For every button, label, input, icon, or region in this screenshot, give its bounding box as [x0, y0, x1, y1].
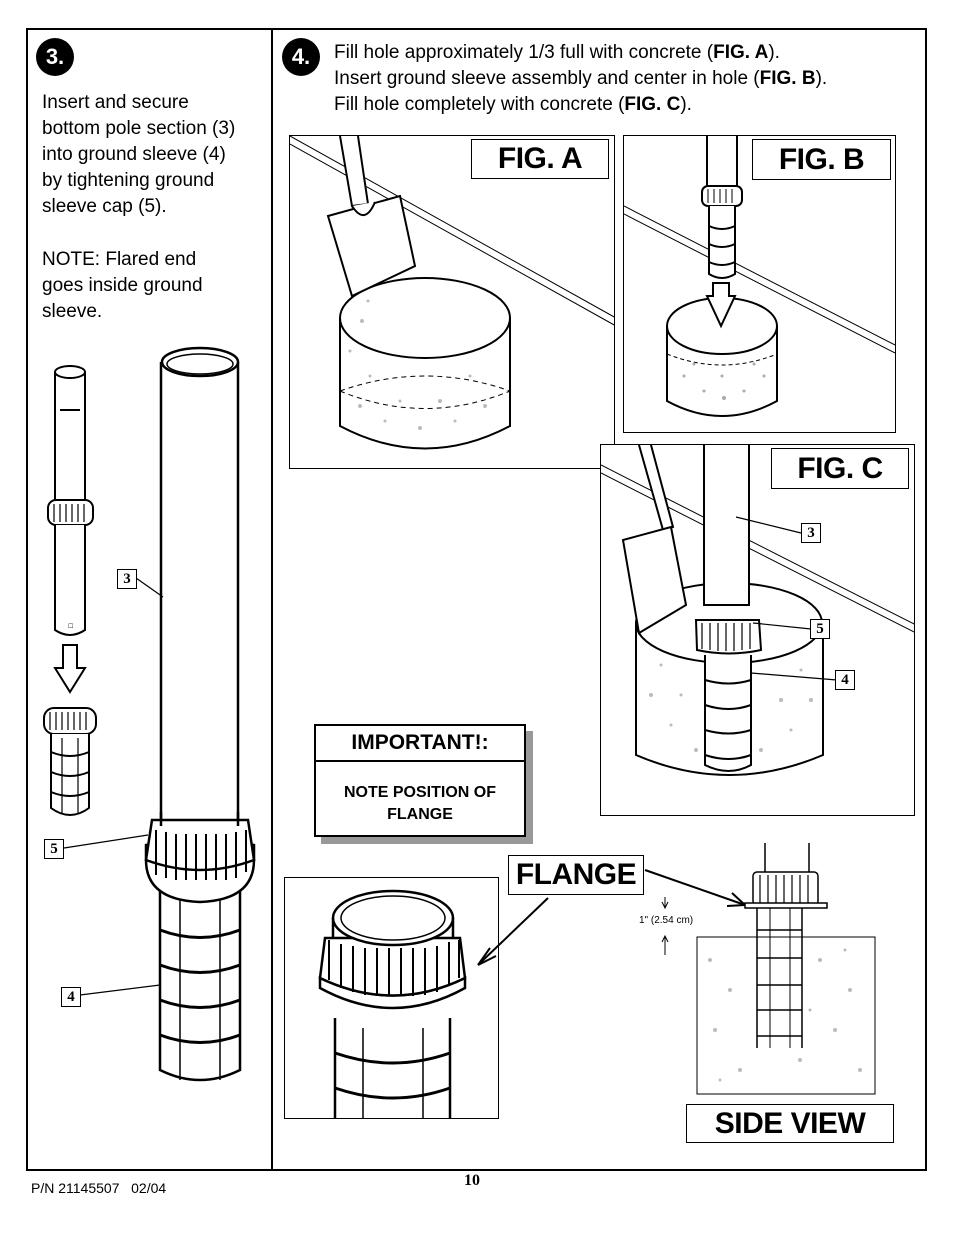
note-line: goes inside ground — [42, 275, 203, 296]
important-title: IMPORTANT!: — [316, 726, 524, 762]
step4-panel — [271, 28, 927, 1171]
fig-c-callout-3: 3 — [801, 523, 821, 543]
note-line: NOTE: Flared end — [42, 249, 197, 270]
insert-arrow-icon — [53, 644, 87, 694]
step3-line: sleeve cap (5). — [42, 196, 167, 217]
important-box: IMPORTANT!: NOTE POSITION OF FLANGE — [314, 724, 526, 837]
small-pole-illustration: ☐ — [47, 365, 94, 636]
page-number: 10 — [464, 1172, 480, 1189]
fig-b-illustration — [624, 136, 895, 417]
flange-closeup-illustration — [318, 889, 467, 1118]
important-message: NOTE POSITION OF FLANGE — [316, 762, 524, 826]
callout-4: 4 — [61, 987, 81, 1007]
step3-line: bottom pole section (3) — [42, 118, 236, 139]
step4-line-1: Fill hole approximately 1/3 full with co… — [334, 42, 780, 63]
fig-c-callout-4: 4 — [835, 670, 855, 690]
fig-a-label: FIG. A — [471, 139, 609, 179]
callout-leaders — [63, 577, 164, 996]
side-view-label: SIDE VIEW — [686, 1104, 894, 1143]
important-line: NOTE POSITION OF — [343, 784, 496, 801]
large-pole-illustration — [159, 346, 240, 842]
step3-badge: 3. — [36, 38, 74, 76]
note-line: sleeve. — [42, 301, 103, 322]
fig-a-panel — [289, 135, 615, 469]
step4-line-2: Insert ground sleeve assembly and center… — [334, 68, 828, 89]
callout-5: 5 — [44, 839, 64, 859]
fig-c-callout-5: 5 — [810, 619, 830, 639]
dimension-label: 1" (2.54 cm) — [639, 915, 694, 926]
important-line: FLANGE — [387, 806, 453, 823]
flange-closeup-panel — [284, 877, 499, 1119]
fig-a-illustration — [290, 136, 614, 450]
flange-label: FLANGE — [508, 855, 644, 895]
large-sleeve-illustration — [144, 812, 256, 1082]
step3-note: NOTE: Flared end goes inside ground slee… — [42, 247, 203, 325]
step4-badge: 4. — [282, 38, 320, 76]
step3-line: Insert and secure — [42, 92, 189, 113]
part-number: P/N 21145507 02/04 — [31, 1180, 167, 1196]
fig-b-panel — [623, 135, 896, 433]
step3-line: into ground sleeve (4) — [42, 144, 226, 165]
callout-3: 3 — [117, 569, 137, 589]
svg-text:☐: ☐ — [68, 623, 73, 630]
step4-instructions: Fill hole approximately 1/3 full with co… — [334, 40, 827, 118]
fig-b-label: FIG. B — [752, 139, 891, 180]
fig-c-illustration — [601, 445, 914, 776]
small-sleeve-illustration — [43, 707, 97, 816]
step3-line: by tightening ground — [42, 170, 215, 191]
fig-c-panel — [600, 444, 915, 816]
step3-instructions: Insert and secure bottom pole section (3… — [42, 90, 235, 220]
fig-c-label: FIG. C — [771, 448, 909, 489]
dimension-arrows — [661, 897, 669, 955]
step4-line-3: Fill hole completely with concrete (FIG.… — [334, 94, 692, 115]
